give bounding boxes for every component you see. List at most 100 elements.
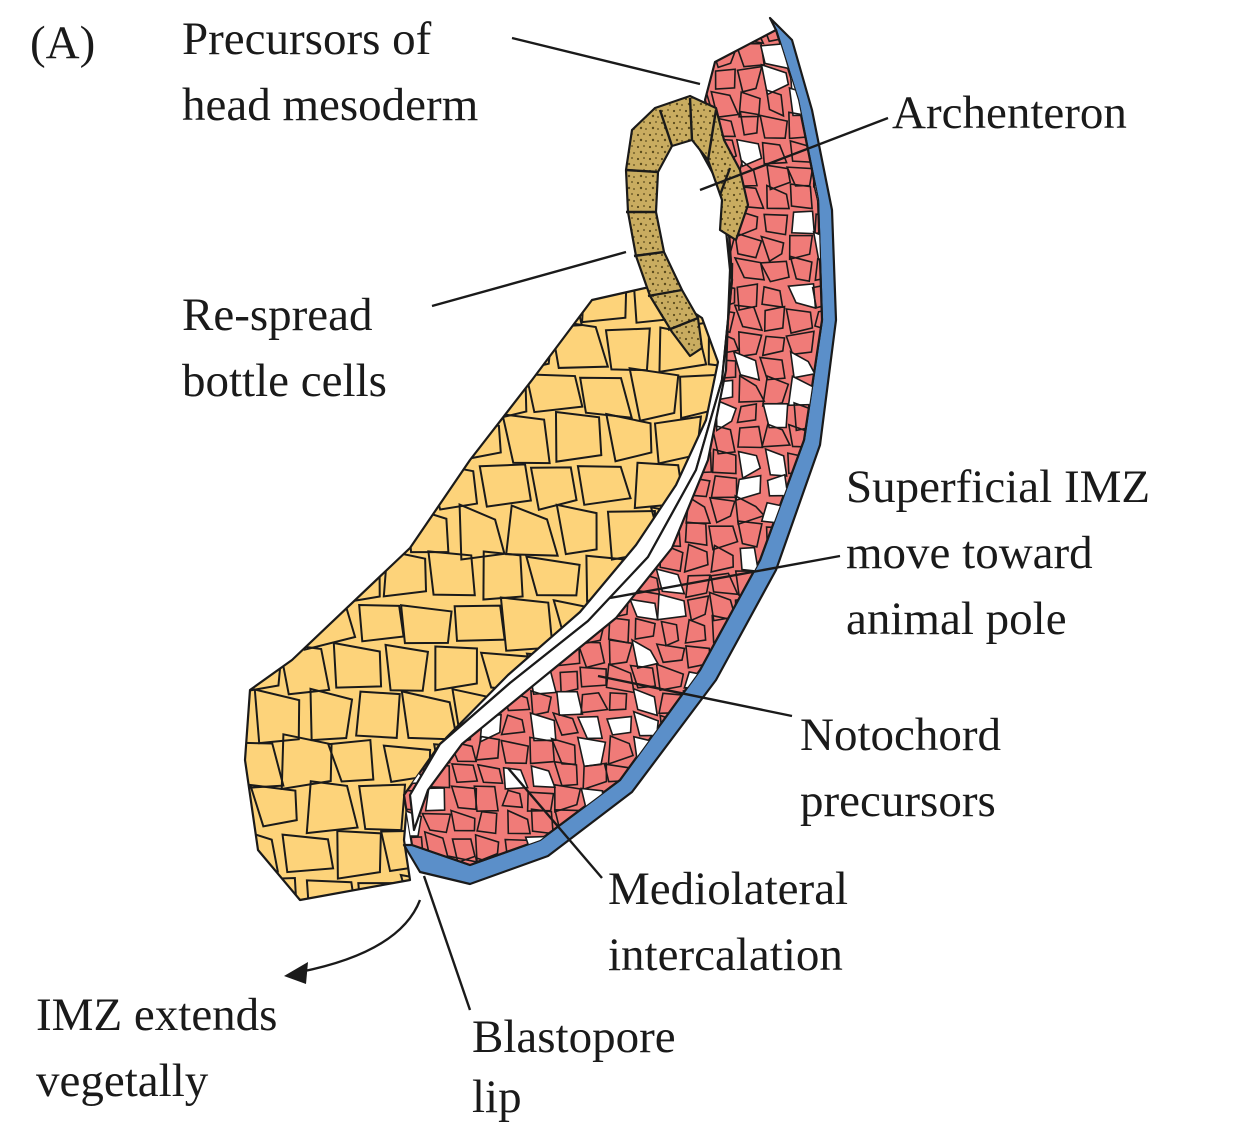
mesoderm-cell — [478, 20, 504, 44]
mesoderm-cell — [528, 118, 550, 140]
mesoderm-cell — [425, 143, 450, 164]
mesoderm-cell — [819, 46, 837, 67]
mesoderm-cell — [532, 92, 554, 115]
mesoderm-cell — [455, 357, 478, 381]
mesoderm-cell — [687, 764, 710, 786]
mesoderm-cell — [583, 235, 607, 260]
mesoderm-cell — [815, 835, 841, 859]
mesoderm-cell — [709, 834, 735, 862]
mesoderm-cell — [578, 189, 605, 212]
mesoderm-cell — [557, 91, 581, 117]
mesoderm-cell — [607, 92, 627, 112]
imz-extends-arrow — [300, 900, 420, 972]
mesoderm-cell — [763, 764, 787, 783]
mesoderm-cell — [448, 283, 474, 306]
mesoderm-cell — [397, 307, 423, 328]
mesoderm-cell — [581, 114, 602, 138]
mesoderm-cell — [474, 43, 502, 70]
mesoderm-cell — [684, 213, 707, 232]
yolk-cell — [309, 420, 347, 463]
mesoderm-cell — [482, 214, 501, 236]
mesoderm-cell — [502, 187, 530, 214]
mesoderm-cell — [815, 19, 839, 41]
mesoderm-cell — [812, 88, 837, 110]
mesoderm-cell — [559, 19, 579, 45]
mesoderm-cell — [815, 498, 842, 522]
mesoderm-cell — [683, 43, 703, 63]
mesoderm-cell — [660, 41, 681, 67]
mesoderm-cell — [580, 212, 606, 236]
mesoderm-cell — [449, 48, 476, 67]
mesoderm-cell — [403, 285, 421, 306]
mesoderm-cell — [504, 331, 527, 354]
mesoderm-cell — [764, 742, 783, 761]
mesoderm-cell — [555, 162, 583, 186]
mesoderm-cell — [504, 163, 527, 185]
mesoderm-cell — [474, 263, 502, 280]
mesoderm-cell — [816, 67, 842, 90]
mesoderm-cell — [764, 715, 785, 739]
mesoderm-cell — [658, 789, 684, 812]
mesoderm-cell — [684, 788, 707, 806]
mesoderm-cell — [710, 812, 737, 837]
mesoderm-cell — [424, 186, 449, 209]
mesoderm-cell — [452, 18, 472, 44]
yolk-cell — [327, 461, 377, 512]
yolk-cell — [381, 276, 430, 321]
mesoderm-cell — [659, 836, 686, 861]
mesoderm-cell — [708, 788, 735, 809]
mesoderm-cell — [504, 239, 524, 260]
mesoderm-cell — [738, 809, 762, 836]
mesoderm-cell — [430, 432, 451, 452]
mesoderm-cell — [480, 335, 504, 356]
mesoderm-cell — [736, 787, 763, 812]
mesoderm-cell — [481, 188, 501, 211]
mesoderm-cell — [401, 136, 422, 165]
yolk-cell — [701, 786, 755, 826]
mesoderm-cell — [659, 185, 686, 211]
mesoderm-cell — [477, 114, 499, 142]
mesoderm-cell — [451, 136, 475, 159]
label-notochord-precursors: Notochord precursors — [800, 709, 1013, 827]
mesoderm-cell — [738, 642, 762, 667]
mesoderm-cell — [688, 259, 709, 285]
mesoderm-cell — [580, 163, 604, 182]
mesoderm-cell — [735, 741, 764, 762]
mesoderm-cell — [531, 284, 553, 305]
mesoderm-cell — [632, 811, 658, 838]
mesoderm-cell — [711, 719, 733, 741]
mesoderm-cell — [527, 211, 554, 236]
mesoderm-cell — [427, 216, 448, 236]
mesoderm-cell — [687, 840, 707, 860]
yolk-cell — [377, 462, 424, 506]
label-mediolateral: Mediolateral intercalation — [608, 863, 860, 981]
yolk-cell — [285, 552, 329, 599]
mesoderm-cell — [534, 137, 554, 162]
mesoderm-cell — [400, 355, 424, 376]
mesoderm-cell — [475, 309, 499, 331]
yolk-cell — [534, 275, 581, 328]
mesoderm-cell — [792, 837, 816, 855]
mesoderm-cell — [403, 431, 425, 453]
label-superficial-imz: Superficial IMZ move toward animal pole — [846, 461, 1162, 645]
mesoderm-cell — [396, 384, 419, 404]
mesoderm-cell — [426, 163, 453, 190]
mesoderm-cell — [531, 861, 554, 885]
mesoderm-cell — [815, 595, 841, 620]
mesoderm-cell — [396, 498, 423, 524]
mesoderm-cell — [656, 815, 684, 837]
mesoderm-cell — [500, 90, 526, 114]
mesoderm-cell — [786, 665, 814, 686]
yolk-cell — [383, 370, 424, 420]
mesoderm-cell — [452, 426, 476, 450]
mesoderm-cell — [740, 693, 764, 716]
yolk-cell — [680, 734, 729, 787]
mesoderm-cell — [582, 70, 607, 92]
mesoderm-cell — [581, 141, 606, 160]
mesoderm-cell — [476, 140, 500, 163]
mesoderm-cell — [502, 311, 528, 327]
mesoderm-cell — [813, 643, 837, 669]
leader-blastopore — [424, 876, 470, 1010]
mesoderm-cell — [814, 669, 837, 694]
mesoderm-cell — [765, 671, 790, 693]
